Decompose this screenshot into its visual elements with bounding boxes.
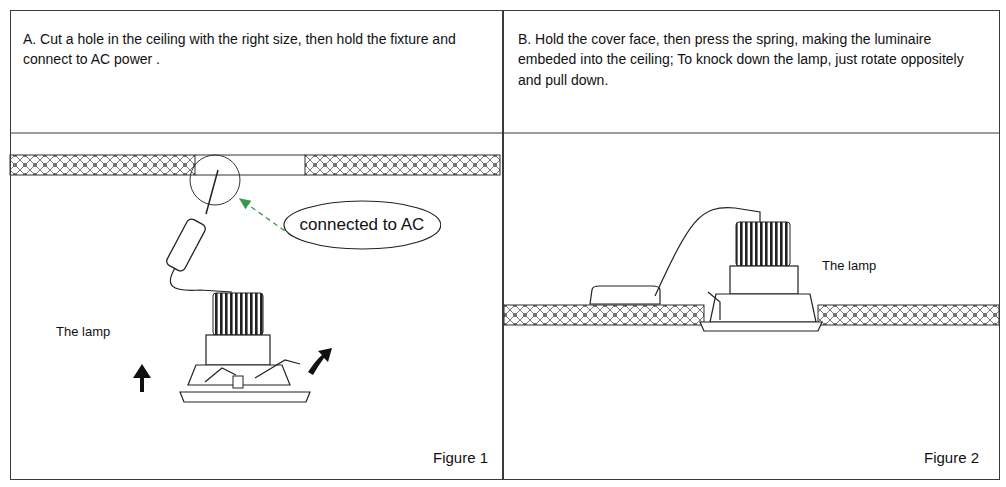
driver-box <box>590 286 660 304</box>
driver-box <box>165 217 207 272</box>
instruction-panel: B. Hold the cover face, then press the s… <box>503 10 1000 480</box>
part-label: The lamp <box>56 323 146 342</box>
step-text: B. Hold the cover face, then press the s… <box>518 29 988 90</box>
up-arrow <box>133 364 151 392</box>
part-label: The lamp <box>822 257 912 276</box>
figure-label: Figure 1 <box>433 447 501 469</box>
ellipse-shape <box>284 201 441 249</box>
lamp-wire <box>170 268 232 292</box>
callout-ellipse: connected to AC <box>283 200 442 250</box>
lamp-a <box>180 293 310 402</box>
ceiling-a <box>10 155 500 175</box>
lamp-b <box>700 222 822 331</box>
step-text: A. Cut a hole in the ceiling with the ri… <box>23 29 491 70</box>
callout-text: connected to AC <box>300 213 425 238</box>
instruction-panel: A. Cut a hole in the ceiling with the ri… <box>10 10 503 480</box>
figure-label: Figure 2 <box>924 447 994 469</box>
header-rule <box>10 133 1000 134</box>
rotate-arrow <box>308 348 332 375</box>
leader-line <box>240 199 292 236</box>
ac-wire <box>206 170 218 214</box>
